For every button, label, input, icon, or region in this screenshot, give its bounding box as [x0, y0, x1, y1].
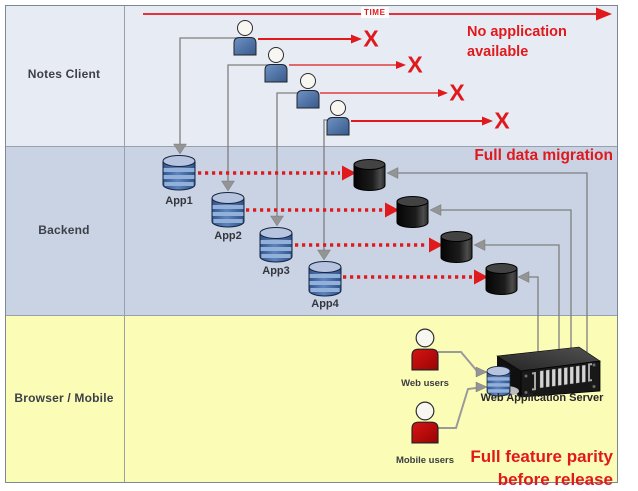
web-application-server-label: Web Application Server — [480, 392, 604, 404]
lane-browser-mobile — [6, 315, 617, 482]
x-mark-1: X — [363, 25, 379, 52]
lane-label-divider — [124, 6, 125, 482]
note-no-application: No application available — [467, 24, 567, 60]
browser-user-connectors — [438, 351, 488, 429]
app1-label: App1 — [165, 195, 193, 207]
note-full-data-migration: Full data migration — [474, 147, 613, 164]
server-to-db-connectors — [386, 167, 588, 362]
app3-label: App3 — [262, 265, 290, 277]
migrated-database-4-icon — [485, 263, 518, 295]
notes-user-3-icon — [296, 73, 320, 109]
database-app4-icon — [308, 261, 342, 297]
web-users-label: Web users — [401, 378, 449, 389]
x-mark-3: X — [449, 79, 465, 106]
lane-label-backend: Backend — [38, 223, 90, 237]
migrated-database-2-icon — [396, 196, 429, 228]
x-mark-2: X — [407, 51, 423, 78]
migrated-database-3-icon — [440, 231, 473, 263]
notes-user-2-icon — [264, 47, 288, 83]
data-migration-arrows — [198, 165, 488, 285]
user-to-app-connectors — [173, 37, 332, 261]
migrated-database-1-icon — [353, 159, 386, 191]
lane-label-browser-mobile: Browser / Mobile — [14, 391, 114, 405]
app2-label: App2 — [214, 230, 242, 242]
notes-user-1-icon — [233, 20, 257, 56]
lane-label-notes-client: Notes Client — [27, 67, 101, 81]
notes-user-4-icon — [326, 100, 350, 136]
app4-label: App4 — [311, 298, 339, 310]
note-full-feature-parity: Full feature parity before release — [470, 447, 613, 489]
database-app2-icon — [211, 192, 245, 228]
database-app3-icon — [259, 227, 293, 263]
web-application-server-icon — [496, 346, 601, 398]
mobile-users-icon — [411, 401, 439, 444]
x-mark-4: X — [494, 107, 510, 134]
database-app1-icon — [162, 155, 196, 191]
mobile-users-label: Mobile users — [395, 455, 455, 466]
time-label: TIME — [361, 7, 389, 18]
end-of-life-arrows — [258, 34, 493, 126]
web-users-icon — [411, 328, 439, 371]
